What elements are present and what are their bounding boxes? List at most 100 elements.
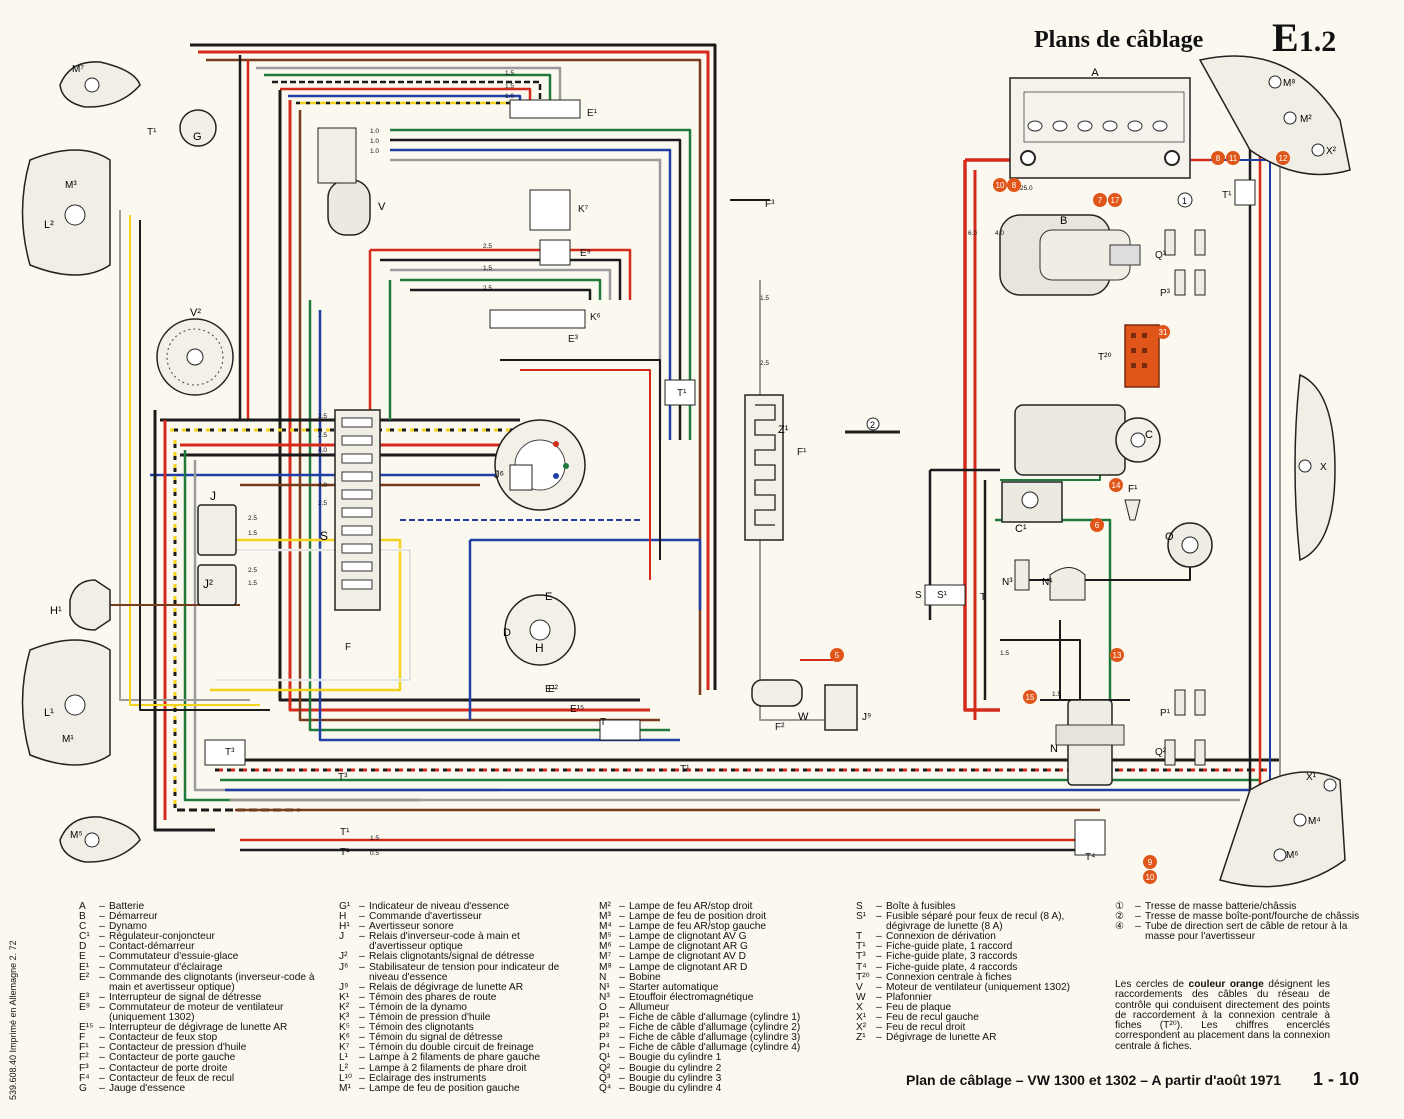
legend-description: Témoin du signal de détresse	[369, 1032, 503, 1044]
legend-key: P¹	[599, 1012, 610, 1024]
svg-text:T¹: T¹	[680, 764, 690, 775]
svg-text:25.0: 25.0	[1020, 185, 1033, 192]
legend-dash: –	[99, 941, 105, 953]
legend-key: M⁶	[599, 941, 612, 953]
svg-text:1.0: 1.0	[370, 128, 379, 135]
svg-text:M⁸: M⁸	[1283, 78, 1296, 89]
legend-key: K⁵	[339, 1022, 351, 1034]
legend-item: Z¹–Dégivrage de lunette AR	[856, 1033, 1070, 1043]
svg-text:E²: E²	[548, 684, 559, 695]
legend-item: E¹⁵–Interrupteur de dégivrage de lunette…	[79, 1022, 315, 1034]
svg-text:F³: F³	[765, 199, 775, 210]
svg-text:J⁹: J⁹	[862, 712, 871, 723]
svg-text:17: 17	[1111, 196, 1120, 205]
legend-dash: –	[876, 941, 882, 953]
svg-text:0.5: 0.5	[370, 850, 379, 857]
legend-key: K⁷	[339, 1042, 350, 1054]
legend-description: Fiche de câble d'allumage (cylindre 2)	[629, 1022, 801, 1034]
dynamo: C	[1014, 404, 1161, 476]
legend-description: Contacteur de porte gauche	[109, 1052, 236, 1064]
legend-item: P⁴–Fiche de câble d'allumage (cylindre 4…	[599, 1043, 800, 1053]
legend-key: P⁴	[599, 1042, 611, 1054]
svg-text:T¹: T¹	[340, 847, 350, 858]
legend-key: M²	[599, 901, 611, 912]
legend-key: J²	[339, 951, 348, 963]
legend-key: X²	[856, 1022, 867, 1034]
legend-item: J⁶–Stabilisateur de tension pour indicat…	[339, 961, 559, 973]
legend-item: C–Dynamo	[79, 922, 315, 932]
legend-dash: –	[359, 921, 365, 933]
legend-key: G¹	[339, 901, 351, 912]
svg-text:J²: J²	[203, 577, 213, 591]
legend-description: Démarreur	[109, 911, 158, 923]
orange-circle-note: Les cercles de couleur orange désignent …	[1115, 979, 1330, 1052]
svg-text:C: C	[1145, 429, 1153, 441]
legend-key: T⁴	[856, 961, 867, 973]
dimmer-relay-j: J	[197, 489, 237, 556]
legend-key: S	[856, 901, 863, 912]
legend-dash: –	[619, 1012, 625, 1024]
svg-text:1.5: 1.5	[760, 295, 769, 302]
legend-dash: –	[619, 951, 625, 963]
legend-description: Témoin de la dynamo	[369, 1001, 467, 1013]
front-indicator-left: M⁵	[59, 816, 141, 863]
legend-description: Témoin des phares de route	[369, 991, 497, 1003]
legend-description: Connexion centrale à fiches	[886, 971, 1012, 983]
svg-text:13: 13	[1113, 651, 1122, 660]
instrument-cluster: J⁶	[494, 419, 586, 511]
legend-description: Contacteur de feux stop	[109, 1032, 218, 1044]
rear-light-right: M⁸ M² X²	[1198, 55, 1351, 176]
legend-item: M⁸–Lampe de clignotant AR D	[599, 962, 800, 973]
svg-text:2.5: 2.5	[483, 285, 492, 292]
legend-description: Commutateur de moteur de ventilateur	[109, 1001, 284, 1013]
legend-key: E¹⁵	[79, 1022, 94, 1034]
legend-key: M⁷	[599, 951, 612, 963]
svg-text:E³: E³	[568, 334, 579, 345]
legend-key: X	[856, 1001, 863, 1013]
legend-dash: –	[359, 1082, 365, 1094]
legend-item: Q¹–Bougie du cylindre 1	[599, 1053, 800, 1063]
legend-item: ①–Tresse de masse batterie/châssis	[1115, 901, 1359, 912]
legend-description: Jauge d'essence	[109, 1082, 186, 1094]
svg-text:E⁹: E⁹	[580, 248, 591, 259]
legend-item: M²–Lampe de feu AR/stop droit	[599, 901, 800, 912]
legend-key: W	[856, 991, 866, 1003]
legend-key: K¹	[339, 991, 350, 1003]
legend-item: P²–Fiche de câble d'allumage (cylindre 2…	[599, 1022, 801, 1034]
svg-text:P³: P³	[1160, 288, 1171, 299]
legend-item: E²–Commande des clignotants (inverseur-c…	[79, 972, 315, 983]
svg-text:T¹: T¹	[340, 827, 350, 838]
legend-dash: –	[99, 1052, 105, 1064]
legend-key: ④	[1115, 921, 1125, 933]
ignition-coil: N	[1050, 699, 1125, 786]
legend-item: O–Allumeur	[599, 1002, 800, 1013]
legend-description: Fiche de câble d'allumage (cylindre 4)	[629, 1042, 801, 1054]
interior-light: W	[751, 679, 809, 723]
legend-item: D–Contact-démarreur	[79, 942, 315, 952]
legend-key: K³	[339, 1012, 350, 1024]
legend-key: B	[79, 911, 86, 923]
legend-dash: –	[359, 1022, 365, 1034]
ground-markers: 1 2	[845, 192, 1193, 434]
svg-text:M⁶: M⁶	[1286, 850, 1298, 861]
legend-key: N³	[599, 991, 610, 1003]
footer-caption: Plan de câblage – VW 1300 et 1302 – A pa…	[906, 1072, 1282, 1088]
legend-description: Relais clignotants/signal de détresse	[369, 951, 535, 963]
legend-description-continued: main et avertisseur optique)	[109, 981, 235, 993]
svg-text:N³: N³	[1002, 577, 1013, 588]
legend-key: J⁶	[339, 961, 349, 973]
svg-text:F¹: F¹	[797, 447, 807, 458]
svg-text:1.5: 1.5	[1052, 691, 1061, 698]
svg-text:G: G	[193, 131, 202, 143]
legend-dash: –	[99, 951, 105, 963]
legend-item: E¹–Commutateur d'éclairage	[79, 962, 315, 973]
legend-description: Moteur de ventilateur (uniquement 1302)	[886, 981, 1071, 993]
svg-text:11: 11	[1229, 154, 1238, 163]
legend-description: Fiche-guide plate, 1 raccord	[886, 941, 1013, 953]
legend-dash: –	[876, 971, 882, 983]
legend-description: Contacteur de porte droite	[109, 1062, 228, 1074]
legend-item: Q⁴–Bougie du cylindre 4	[599, 1083, 800, 1094]
legend-dash: –	[876, 981, 882, 993]
